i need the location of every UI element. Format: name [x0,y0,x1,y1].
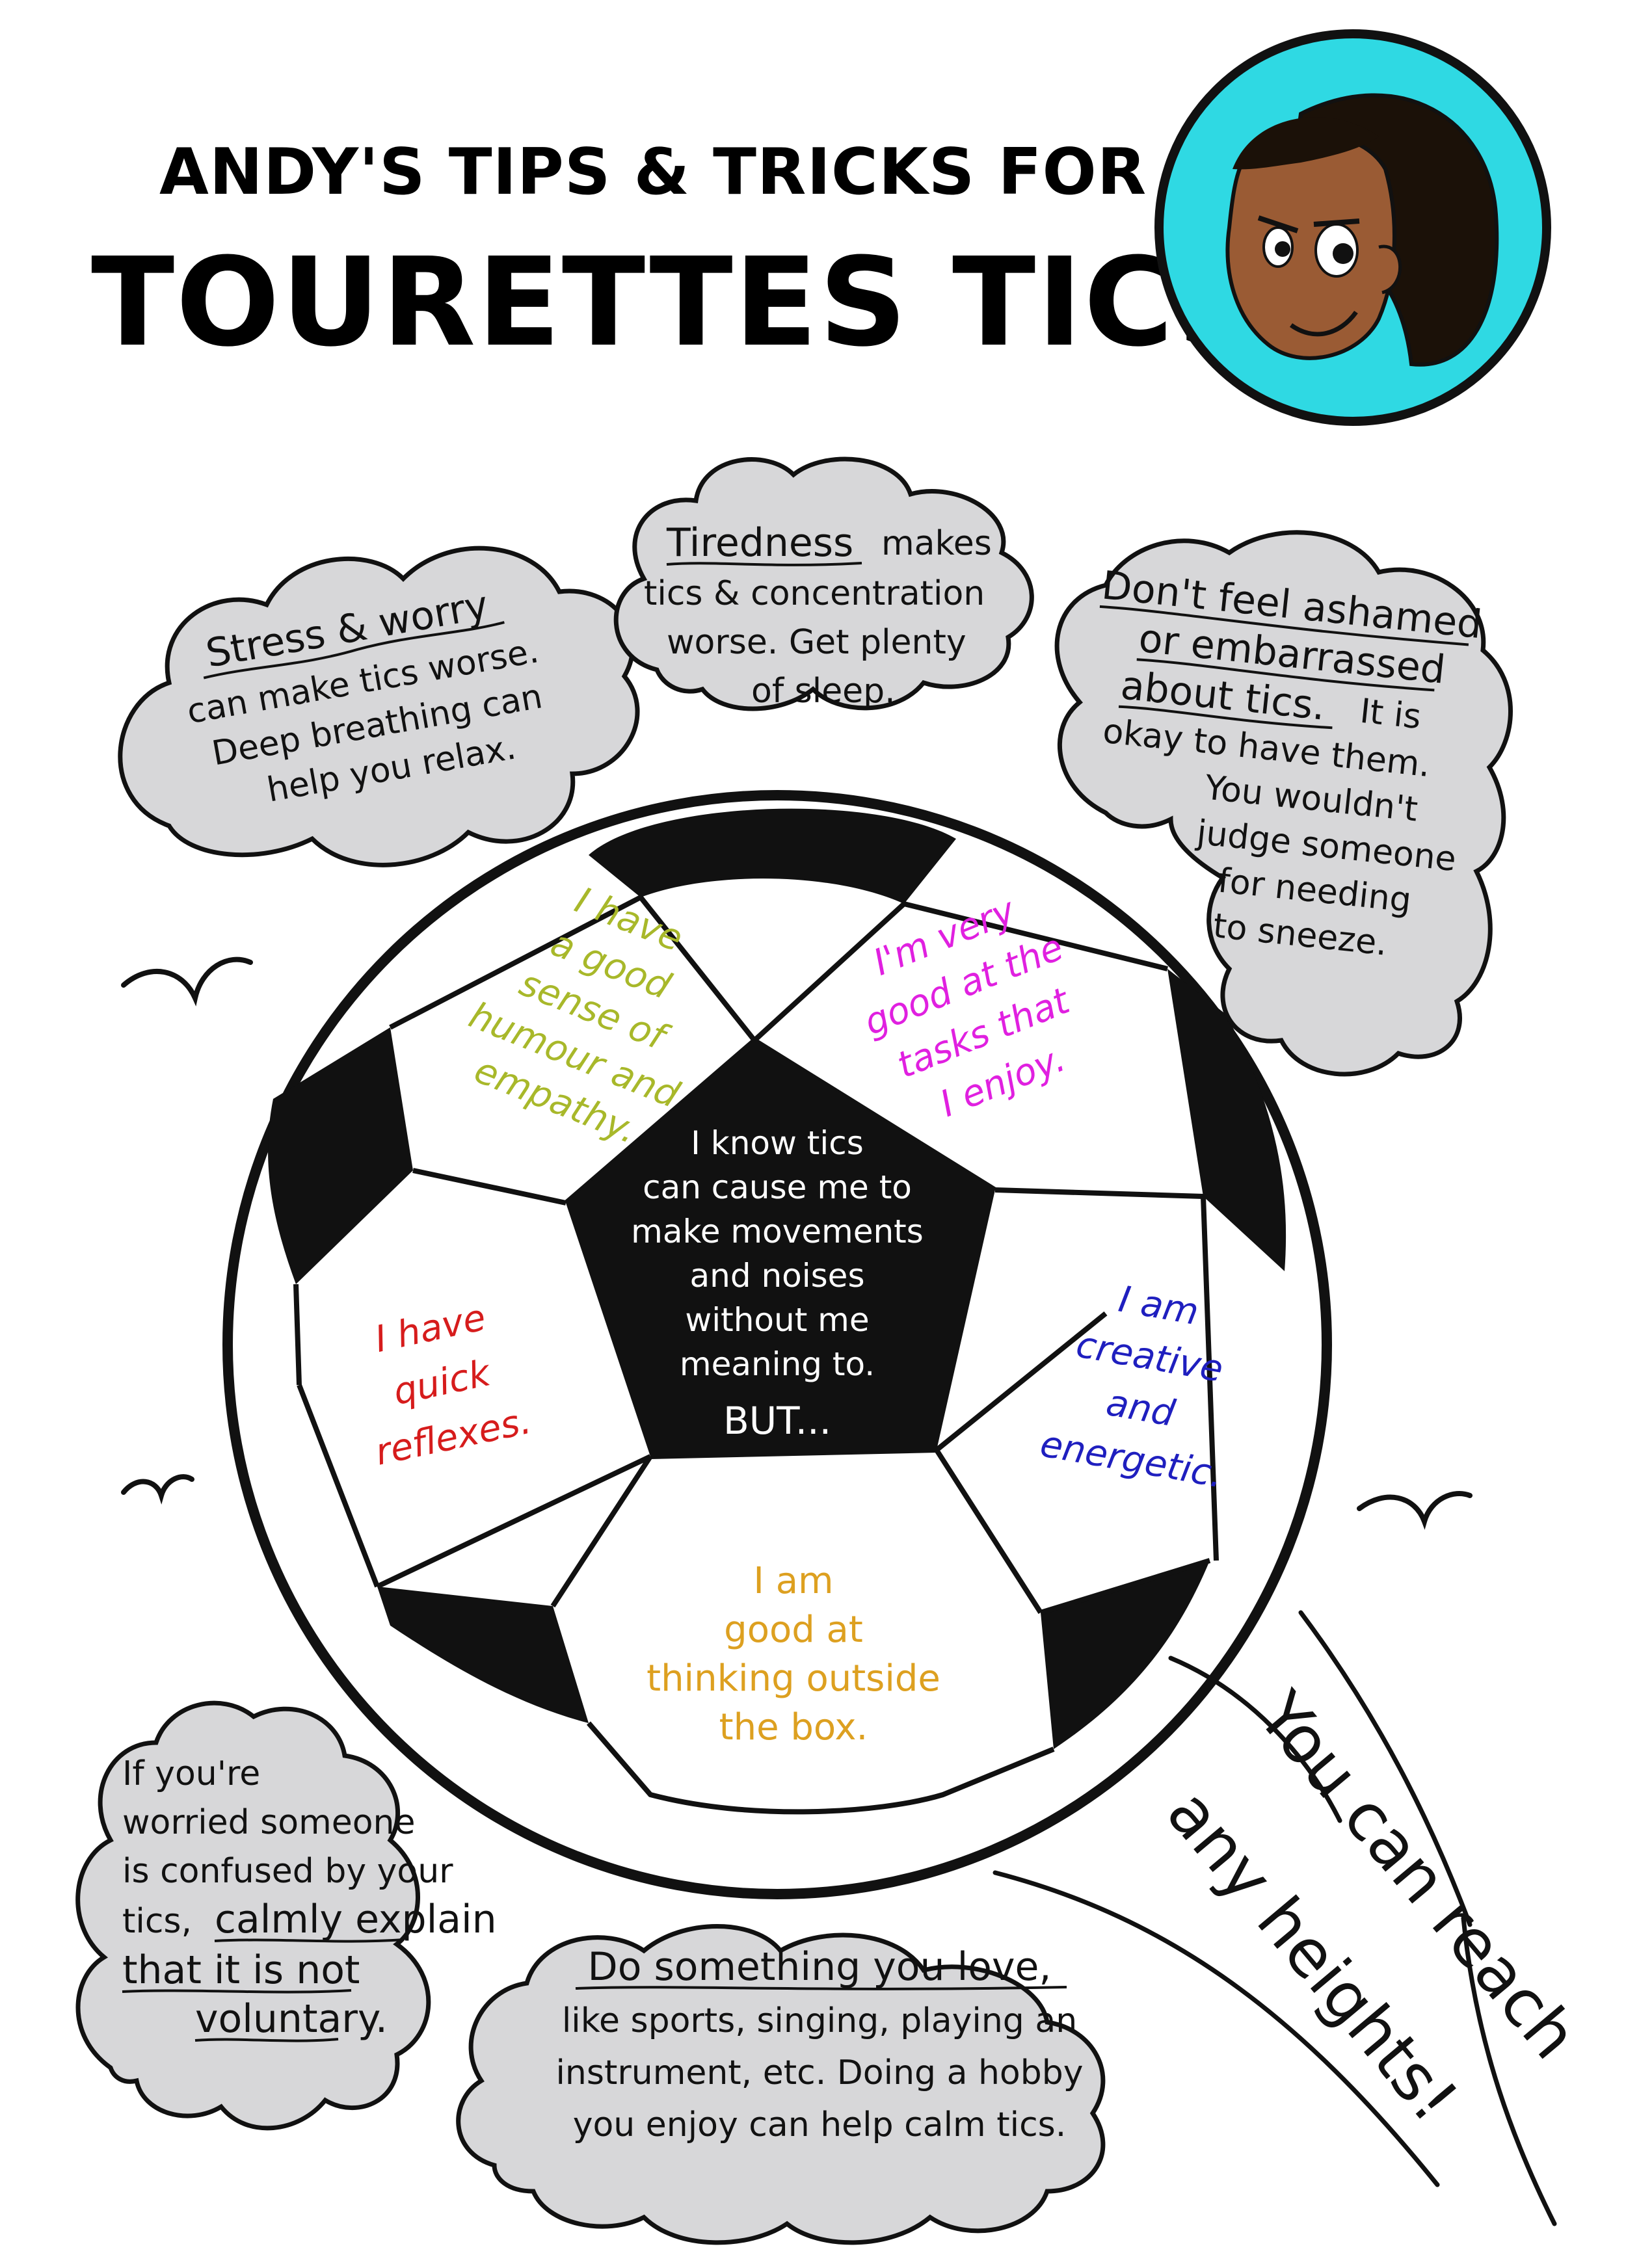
soccer-ball: I know tics can cause me to make movemen… [222,790,1332,1899]
tip-cloud-hobby: Do something you love, like sports, sing… [456,1924,1106,2245]
ball-patch-right [1167,969,1286,1271]
tiredness-line-1: tics & concentration [644,574,985,613]
explain-line-4-plain: tics, [122,1902,192,1941]
center-line-6: meaning to. [680,1345,875,1383]
center-line-1: I know tics [691,1124,864,1162]
outside-line-4: the box. [719,1706,868,1748]
hobby-line-1: like sports, singing, playing an [562,2001,1077,2040]
explain-line-6: voluntary. [195,1996,388,2042]
explain-line-2: worried someone [122,1803,415,1842]
tiredness-line-2: worse. Get plenty [667,623,966,662]
tip-cloud-explain: If you're worried someone is confused by… [75,1700,497,2131]
center-line-4: and noises [690,1257,865,1295]
ball-patch-bottom-right [1041,1561,1210,1749]
tiredness-line-3: of sleep. [751,672,896,711]
explain-line-1: If you're [122,1754,260,1793]
bird-icon [121,1474,194,1505]
strength-outside-the-box: I am good at thinking outside the box. [646,1560,940,1748]
hobby-line-3: you enjoy can help calm tics. [573,2105,1067,2144]
explain-line-3: is confused by your [122,1852,453,1891]
hobby-heading: Do something you love, [588,1944,1052,1990]
bird-icon [121,956,253,1007]
center-line-5: without me [685,1301,869,1339]
tiredness-heading-rest: makes [881,524,992,563]
title-line1: ANDY'S TIPS & TRICKS FOR [159,135,1147,209]
slogan-line-1: You can reach [1243,1677,1592,2073]
center-line-2: can cause me to [643,1168,912,1206]
center-line-3: make movements [631,1213,924,1250]
tip-cloud-tiredness: Tiredness makes tics & concentration wor… [613,456,1034,711]
hobby-line-2: instrument, etc. Doing a hobby [555,2053,1083,2092]
bird-icon-group [121,956,1473,1530]
bird-icon [1357,1490,1473,1530]
outside-line-1: I am [753,1560,833,1602]
ball-patch-bottom-left [377,1587,589,1723]
poster-title: ANDY'S TIPS & TRICKS FOR TOURETTES TICS [91,135,1266,374]
ball-patch-left [268,1027,413,1284]
title-line2: TOURETTES TICS [91,231,1266,374]
explain-line-5: that it is not [122,1947,360,1993]
ashamed-heading-rest: It is [1358,692,1423,737]
ball-center-pentagon [566,1040,995,1457]
andy-avatar-icon [1154,29,1551,426]
outside-line-3: thinking outside [646,1657,940,1700]
tiredness-heading: Tiredness [666,520,853,566]
outside-line-2: good at [724,1609,863,1651]
ball-patch-top [589,808,956,904]
tip-cloud-ashamed: Don't feel ashamed or embarrassed about … [1054,530,1513,1077]
explain-line-4-emph: calmly explain [215,1897,497,1942]
center-but: BUT... [723,1399,831,1443]
tip-cloud-stress: Stress & worry can make tics worse. Deep… [118,546,640,867]
